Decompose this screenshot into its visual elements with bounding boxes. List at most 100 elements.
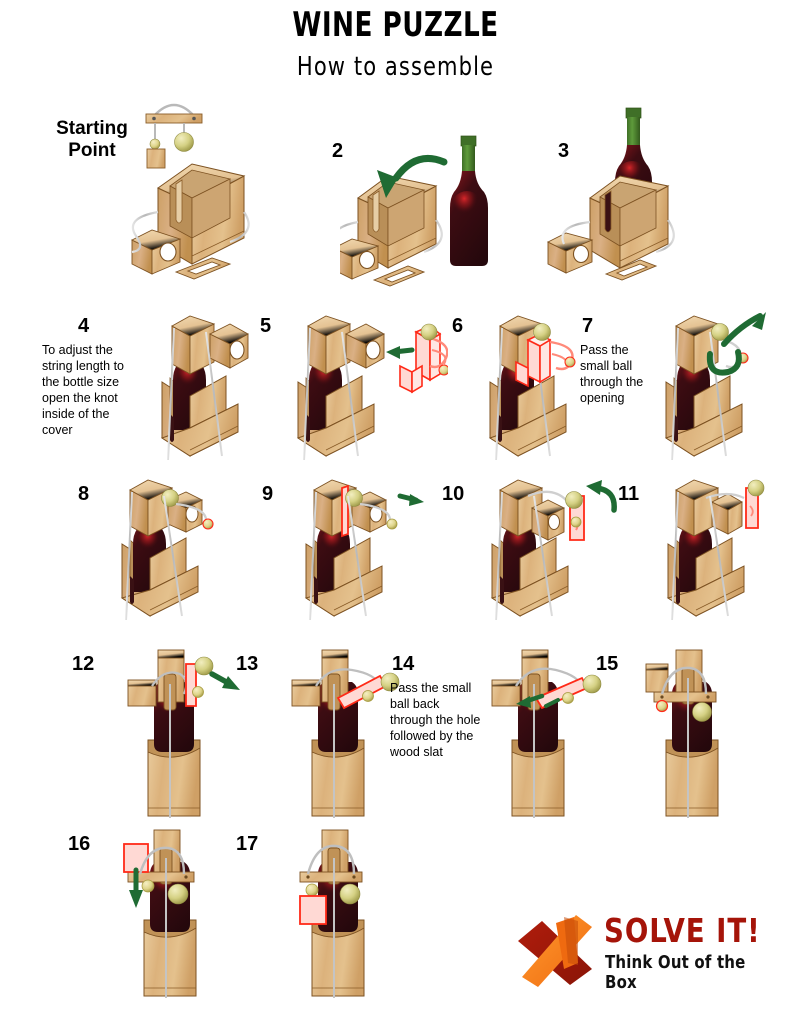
illustration-step-8: [120, 479, 214, 621]
step-number-12: 12: [72, 653, 95, 675]
panel-step-6: 6: [444, 310, 634, 470]
illustration-step-15: [645, 649, 719, 818]
step-number-7: 7: [582, 315, 594, 337]
illustration-step-14: [491, 649, 602, 818]
page-title: WINE PUZZLE: [292, 5, 499, 45]
cover-block: [499, 479, 544, 537]
illustration-step-6: [488, 315, 576, 461]
panel-step-15: 15: [588, 648, 778, 823]
step-number-11: 11: [618, 483, 640, 505]
arrow-move-right: [397, 493, 424, 506]
arrow-rotate: [586, 480, 617, 513]
crossed-sticks-icon: [518, 915, 592, 987]
side-block: [127, 679, 157, 707]
step-number-14: 14: [392, 653, 415, 675]
wood-slat: [174, 257, 232, 280]
step-number-4: 4: [78, 315, 90, 337]
cover-block: [307, 315, 352, 375]
illustration-step-12: [127, 649, 240, 818]
highlighted-side-block: [299, 895, 327, 925]
panel-step-7: 7 Pass the small ball through the openin…: [566, 310, 786, 470]
panel-step-2: 2: [320, 128, 520, 293]
step-number-10: 10: [442, 483, 465, 505]
panel-step-17: 17: [228, 828, 418, 1003]
bottle-in-box: [664, 340, 743, 457]
highlighted-slat-angled: [534, 674, 602, 710]
panel-step-11: 11: [610, 478, 790, 628]
illustration-step-7: [664, 312, 766, 461]
cover-block: [171, 315, 216, 375]
ring-piece: [208, 323, 249, 369]
starting-point-label: Starting Point: [56, 118, 128, 161]
step-number-13: 13: [236, 653, 259, 675]
highlighted-slat-with-balls: [565, 491, 585, 541]
panel-step-8: 8: [66, 478, 246, 628]
panel-step-5: 5: [248, 310, 448, 470]
step-number-8: 8: [78, 483, 90, 505]
panel-starting-point: Starting Point: [30, 100, 260, 290]
wood-block-with-hole: [546, 232, 594, 274]
sheet-header: WINE PUZZLE How to assemble: [0, 5, 791, 82]
arrow-insert-bottle: [377, 155, 448, 198]
side-block: [291, 679, 321, 707]
panel-step-3: 3: [530, 107, 740, 293]
wood-slat: [372, 265, 426, 287]
wood-block-with-hole: [130, 229, 182, 275]
brand-logo: SOLVE IT! Think Out of the Box: [512, 905, 780, 995]
panel-step-4: 4 To adjust the string length to the bot…: [36, 310, 249, 470]
panel-step-14: 14 Pass the small ball back through the …: [380, 648, 602, 823]
panel-step-12: 12: [64, 648, 254, 823]
step-number-17: 17: [236, 833, 259, 855]
step-text-7: Pass the small ball through the opening: [580, 343, 644, 405]
wood-slat-horizontal: [299, 871, 363, 883]
panel-step-9: 9: [252, 478, 442, 628]
wood-block-with-hole: [340, 238, 380, 280]
side-block: [645, 663, 669, 693]
illustration-step-3: [546, 107, 675, 281]
illustration-step-4: [160, 315, 249, 461]
step-number-15: 15: [596, 653, 619, 675]
side-block: [491, 679, 521, 707]
panel-step-16: 16: [60, 828, 250, 1003]
logo-tagline: Think Out of the Box: [605, 953, 746, 993]
wood-box: [357, 175, 438, 269]
step-number-2: 2: [332, 140, 344, 162]
illustration-step-11: [666, 479, 765, 621]
highlighted-string-piece: [399, 323, 448, 394]
ring-piece: [344, 323, 385, 369]
arrow-pull-out: [209, 671, 240, 690]
illustration-step-13: [291, 649, 400, 818]
step-text-14: Pass the small ball back through the hol…: [390, 681, 481, 759]
crossbar-assembly: [145, 103, 203, 169]
step-number-6: 6: [452, 315, 464, 337]
illustration-step-16: [123, 829, 197, 998]
step-number-5: 5: [260, 315, 272, 337]
page-subtitle: How to assemble: [296, 51, 495, 82]
ring-piece: [710, 493, 743, 535]
highlighted-slat-with-balls: [185, 656, 214, 707]
wood-slat-horizontal: [653, 691, 717, 703]
illustration-step-10: [490, 479, 617, 621]
highlighted-slat: [745, 479, 765, 529]
illustration-starting-point: [130, 103, 250, 280]
step-number-3: 3: [558, 140, 570, 162]
wood-slat: [604, 259, 658, 281]
wine-bottle: [450, 135, 488, 266]
panel-step-10: 10: [432, 478, 622, 628]
step-number-16: 16: [68, 833, 91, 855]
illustration-step-2: [340, 135, 488, 287]
highlighted-slat-angled: [336, 672, 400, 710]
arrow-push-down: [129, 867, 143, 908]
arrow-attach-piece: [386, 346, 415, 359]
step-text-4: To adjust the string length to the bottl…: [42, 343, 124, 437]
highlighted-string-piece: [515, 323, 576, 388]
arrow-pass-ball: [706, 312, 766, 376]
panel-step-13: 13: [228, 648, 418, 823]
arrow-pass-back: [516, 693, 560, 708]
ring-piece: [350, 491, 388, 533]
step-number-9: 9: [262, 483, 274, 505]
illustration-step-9: [304, 479, 424, 621]
logo-brand-text: SOLVE IT!: [604, 911, 761, 950]
wood-box: [589, 175, 670, 269]
